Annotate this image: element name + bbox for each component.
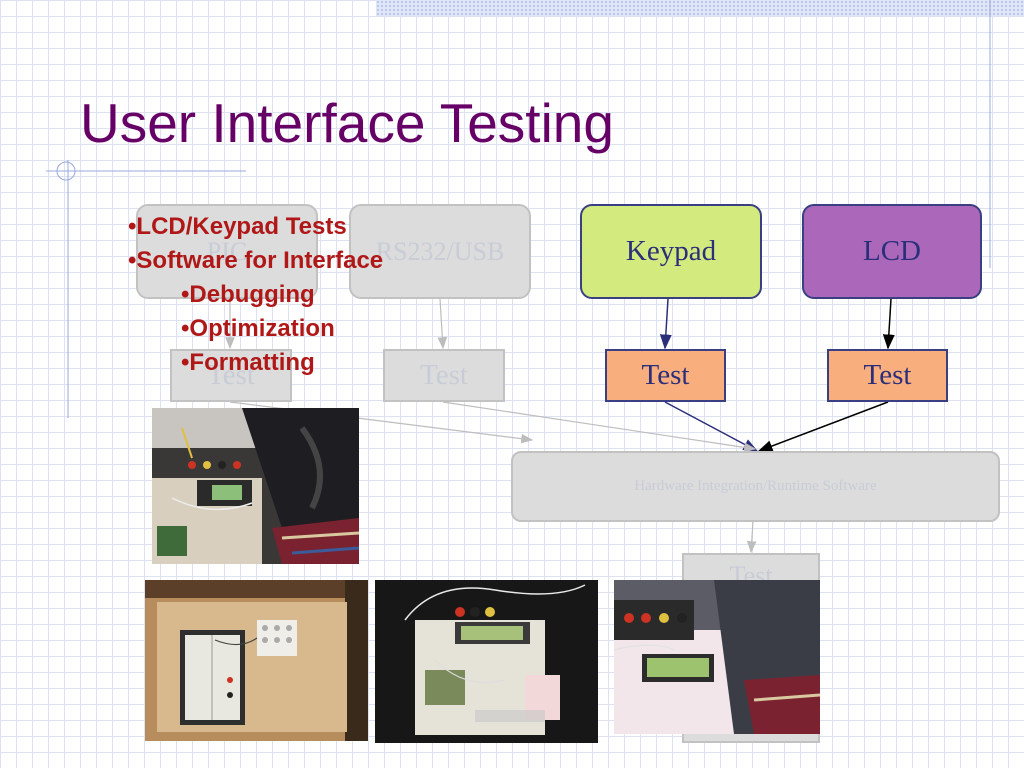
bullet-item: •LCD/Keypad Tests [128,213,347,240]
photo-lcd-board [375,580,598,743]
faded-pic-box: PIC [136,204,318,299]
bullet-dot: • [181,315,190,342]
bullet-dot: • [128,213,137,240]
arrow-lcd-to-test [882,298,895,350]
photo-lcd-on-blanket [152,408,359,564]
bullet-dot: • [181,281,190,308]
sub-bullet-item: •Debugging [181,281,315,308]
bullet-list: •LCD/Keypad Tests •Software for Interfac… [128,210,383,380]
slide-title: User Interface Testing [80,92,614,154]
arrow-faded-4 [442,401,757,453]
lcd-box: LCD [802,204,982,299]
arrow-keypad-to-test [659,298,672,350]
arrow-test-keypad-to-integration [664,401,759,452]
faded-rs232-box: RS232/USB [349,204,531,299]
arrow-faded-5 [746,520,757,554]
sub-bullet-item: •Optimization [181,315,335,342]
bullet-dot: • [181,349,190,376]
arrow-test-lcd-to-integration [757,401,889,452]
faded-test-box-2: Test [383,349,505,402]
keypad-box: Keypad [580,204,762,299]
test-box-lcd: Test [827,349,948,402]
arrow-faded-2 [437,298,448,350]
bullet-item: •Software for Interface [128,247,384,274]
top-decorative-band [376,0,1024,16]
test-box-keypad: Test [605,349,726,402]
faded-integration-box: Hardware Integration/Runtime Software [511,451,1000,522]
photo-breadboard-keypad [145,580,368,741]
sub-bullet-item: •Formatting [181,349,315,376]
photo-lcd-cables [614,580,820,734]
bullet-dot: • [128,247,137,274]
faded-test-box-1: Test [170,349,292,402]
